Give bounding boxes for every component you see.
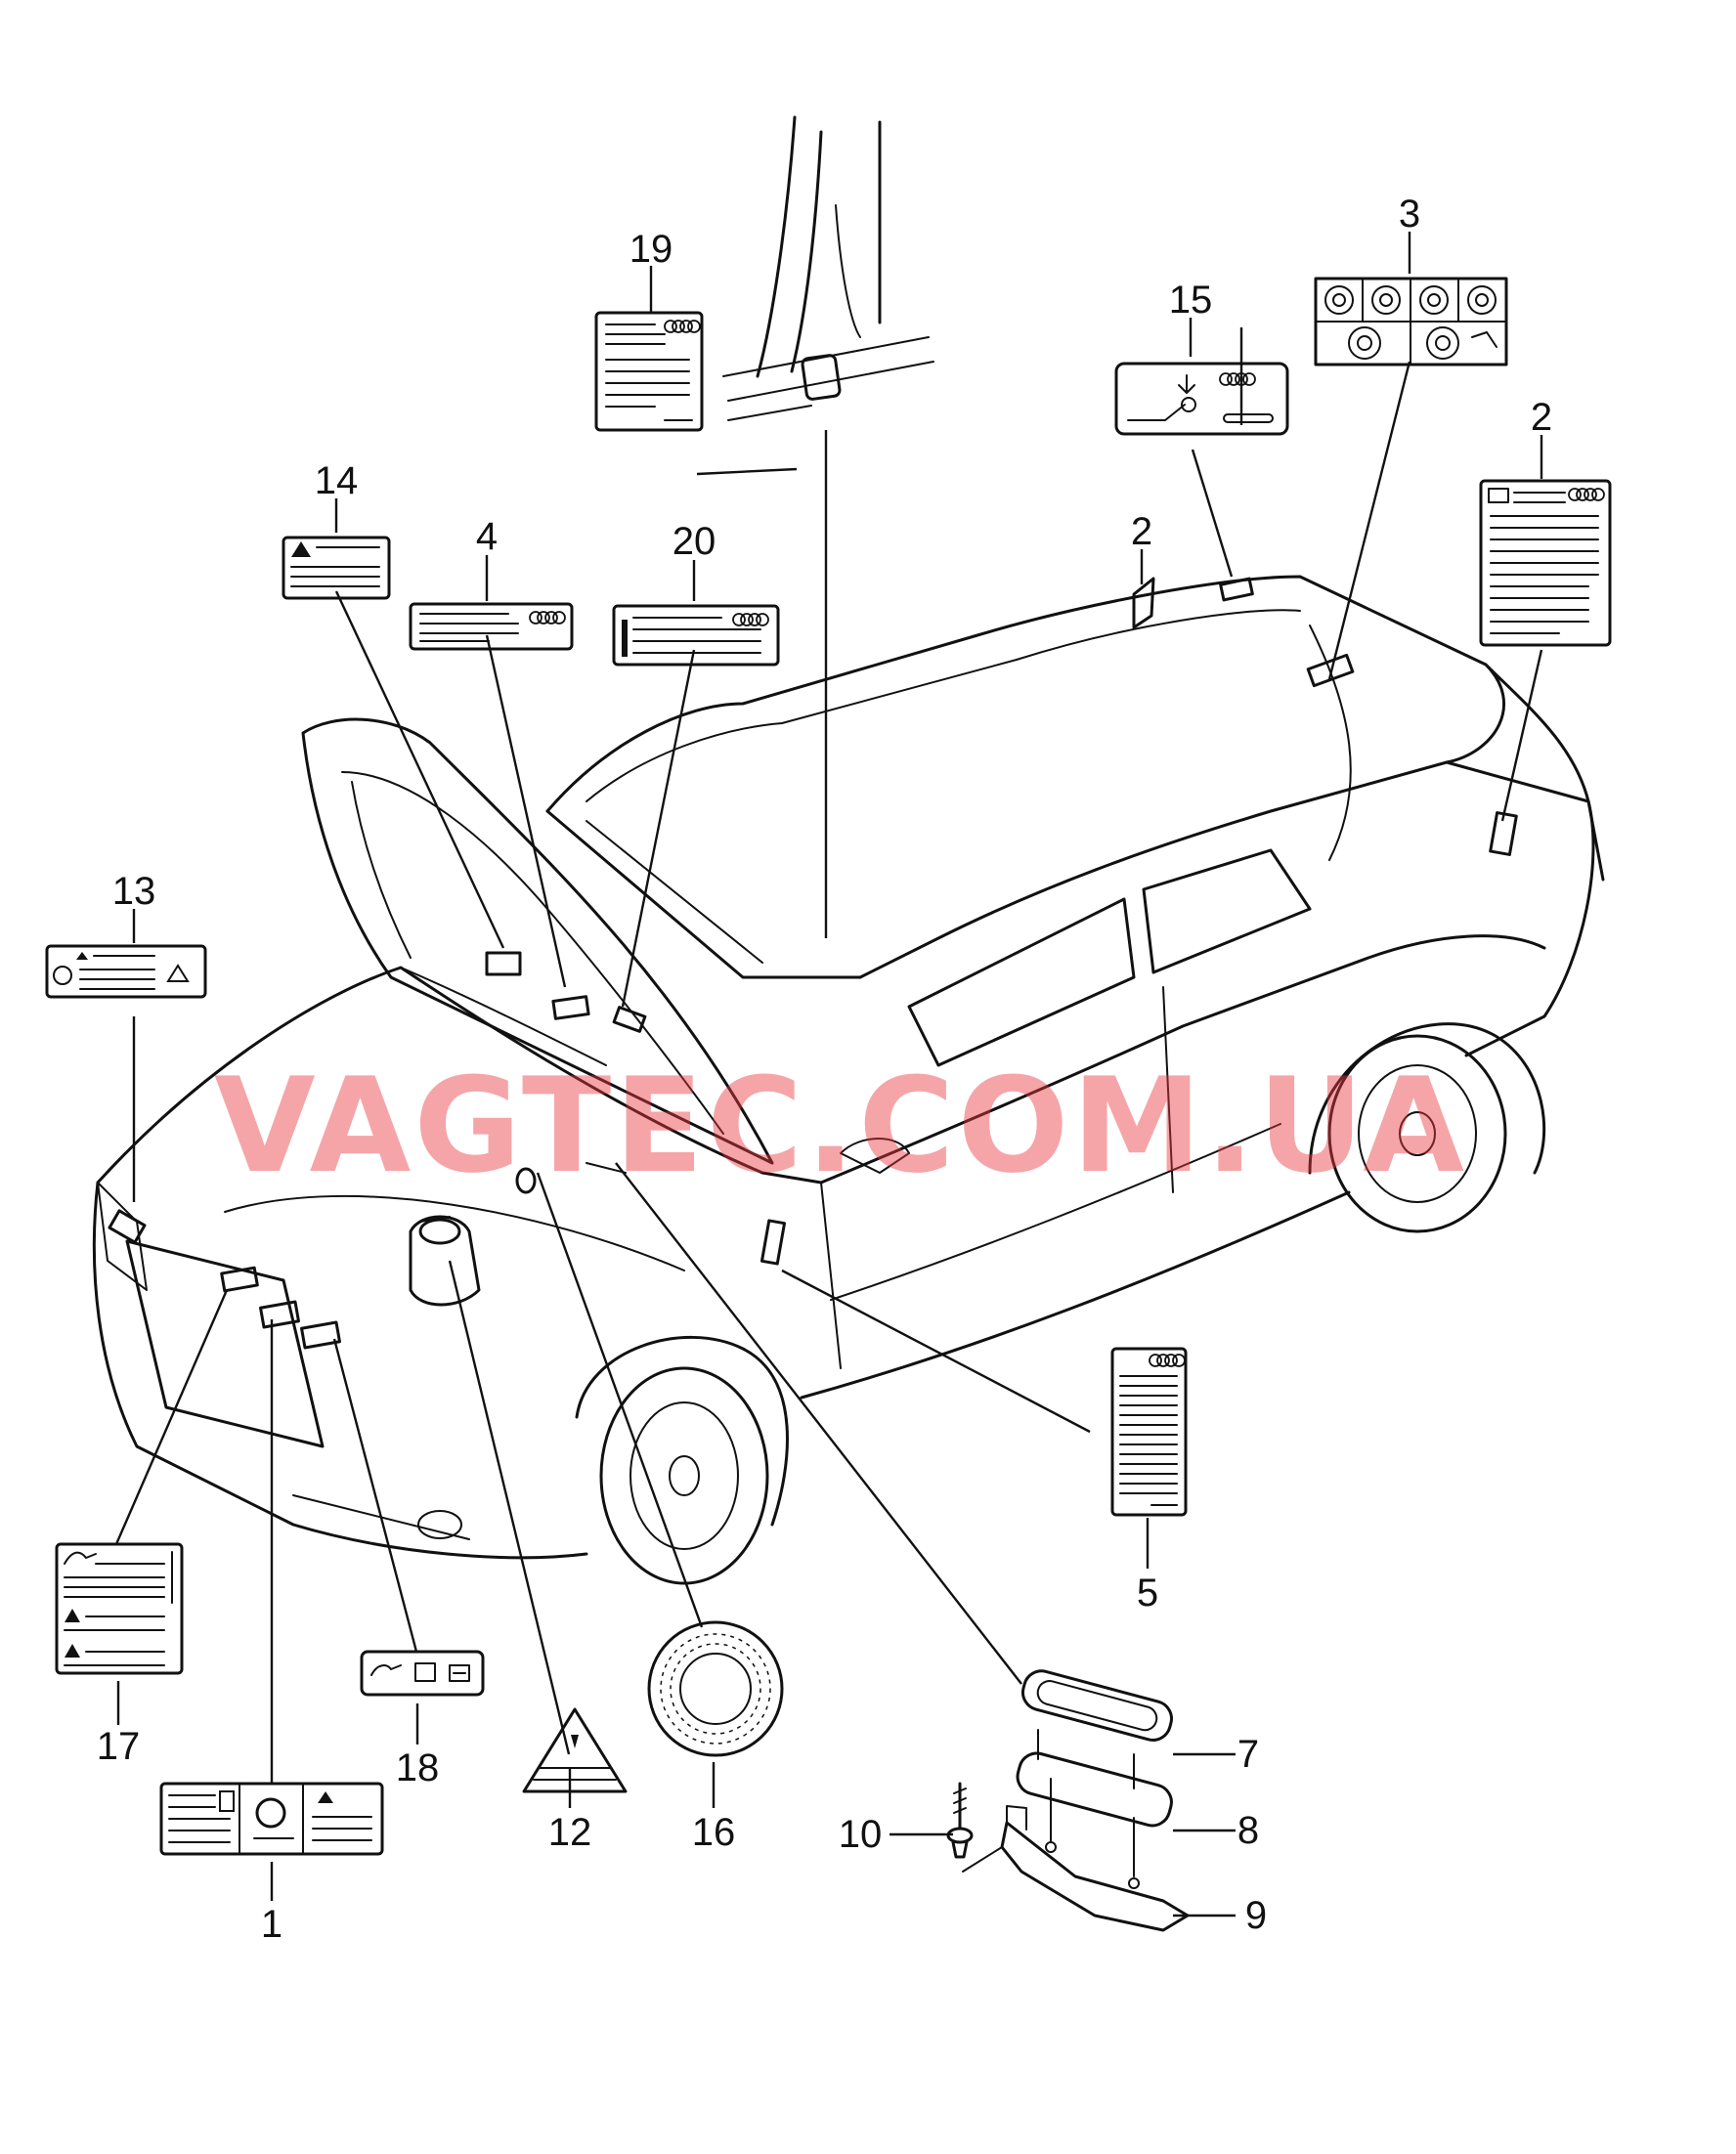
callout-2-roof: 2 — [1131, 510, 1152, 553]
label-5 — [1110, 1347, 1188, 1517]
label-4 — [409, 602, 574, 651]
callout-10: 10 — [839, 1813, 883, 1856]
label-16 — [647, 1620, 784, 1757]
callout-7: 7 — [1237, 1733, 1259, 1776]
callout-9: 9 — [1245, 1894, 1267, 1937]
callout-8: 8 — [1237, 1809, 1259, 1852]
rivet-screw — [946, 1782, 974, 1859]
callout-14: 14 — [315, 459, 359, 502]
label-13 — [45, 944, 207, 999]
label-19 — [594, 311, 704, 432]
label-12 — [522, 1707, 628, 1793]
callout-19: 19 — [629, 228, 673, 271]
service-flap-bracket — [962, 1669, 1190, 1932]
label-3 — [1314, 277, 1508, 366]
callout-17: 17 — [97, 1725, 141, 1768]
label-15 — [1114, 362, 1289, 436]
callout-15: 15 — [1169, 279, 1213, 322]
callout-16: 16 — [692, 1811, 736, 1854]
sticker-marks — [108, 577, 1518, 1350]
callout-12: 12 — [548, 1811, 592, 1854]
callout-numbers: 19 14 4 20 15 3 2 2 13 5 7 8 9 10 17 18 … — [97, 193, 1552, 1946]
b-pillar-detail — [722, 115, 934, 421]
callout-5: 5 — [1137, 1572, 1158, 1615]
callout-18: 18 — [396, 1746, 440, 1789]
watermark: VAGTEC.COM.UA — [214, 1050, 1467, 1202]
label-20 — [612, 604, 780, 667]
callout-20: 20 — [673, 520, 716, 563]
callout-13: 13 — [112, 870, 156, 913]
label-18 — [360, 1650, 485, 1697]
label-2 — [1479, 479, 1612, 647]
car-outline — [92, 575, 1605, 1585]
label-17 — [55, 1542, 184, 1675]
label-1 — [159, 1782, 384, 1856]
callout-1: 1 — [261, 1903, 282, 1946]
leader-lines — [114, 232, 1543, 1917]
callout-3: 3 — [1399, 193, 1420, 236]
callout-4: 4 — [476, 515, 498, 558]
label-14 — [282, 536, 391, 600]
callout-2-right: 2 — [1531, 396, 1552, 439]
